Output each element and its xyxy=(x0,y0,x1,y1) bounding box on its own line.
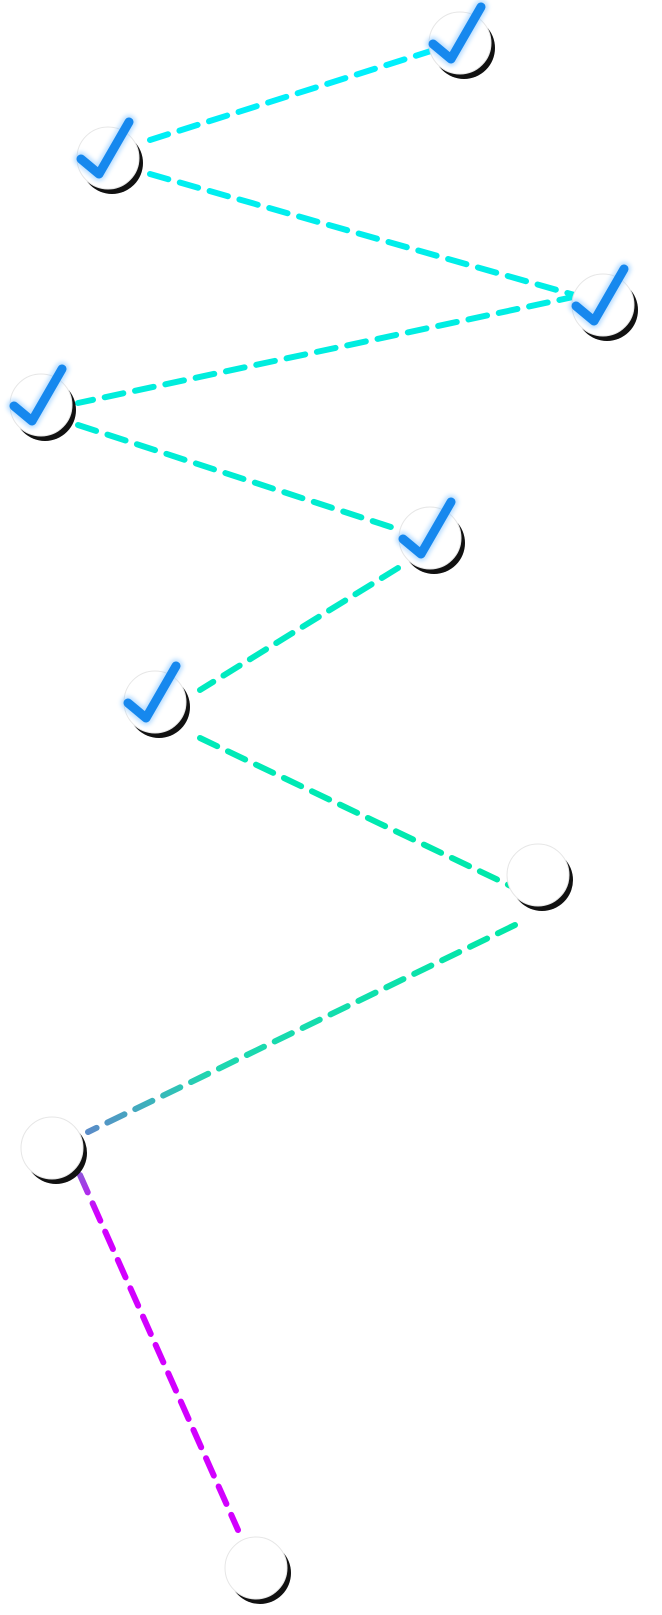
path-node-5[interactable] xyxy=(396,495,465,574)
connector-layer xyxy=(75,47,581,1533)
connector-step-1-2 xyxy=(147,47,437,143)
path-node-6[interactable] xyxy=(121,659,190,738)
checkmark-icon xyxy=(571,264,629,326)
path-node-1[interactable] xyxy=(426,0,495,79)
connector-step-8-9 xyxy=(77,1172,241,1533)
connector-step-4-5 xyxy=(75,422,403,533)
checkmark-icon xyxy=(9,364,67,426)
path-node-8[interactable] xyxy=(20,1116,87,1184)
connector-step-3-4 xyxy=(75,293,581,406)
path-node-2[interactable] xyxy=(74,115,143,194)
connector-step-7-8 xyxy=(85,922,518,1135)
path-node-9[interactable] xyxy=(224,1536,291,1604)
connector-step-2-3 xyxy=(147,171,581,299)
checkmark-icon xyxy=(123,661,181,723)
node-disc-pending xyxy=(20,1116,84,1180)
connector-step-6-7 xyxy=(197,735,518,891)
checkmark-icon xyxy=(398,497,456,559)
node-layer xyxy=(7,0,638,1604)
node-disc-pending xyxy=(506,843,570,907)
path-node-4[interactable] xyxy=(7,362,76,441)
node-disc-pending xyxy=(224,1536,288,1600)
path-node-3[interactable] xyxy=(569,262,638,341)
checkmark-icon xyxy=(428,2,486,64)
checkmark-icon xyxy=(76,117,134,179)
path-node-7[interactable] xyxy=(506,843,573,911)
connector-step-5-6 xyxy=(197,565,401,693)
